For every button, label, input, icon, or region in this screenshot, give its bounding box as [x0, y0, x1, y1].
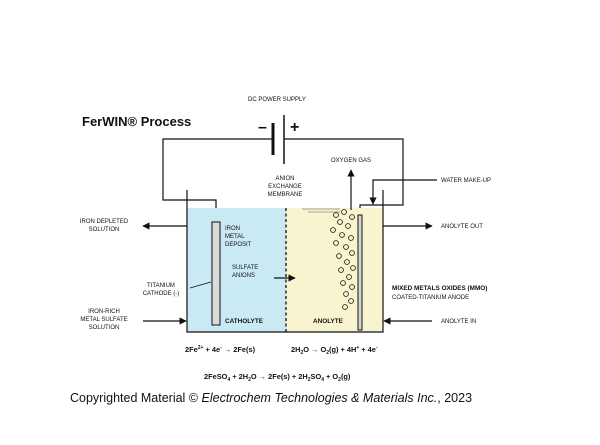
water-makeup-label: WATER MAKE-UP [441, 178, 491, 184]
power-supply-label: DC POWER SUPPLY [248, 97, 306, 103]
wire-positive [284, 138, 404, 215]
sulfate-anions-label-1: SULFATE [232, 265, 258, 271]
cathode-equation: 2Fe2+ + 4e- → 2Fe(s) [185, 345, 256, 354]
oxygen-gas-label: OXYGEN GAS [331, 158, 371, 164]
membrane-label-3: MEMBRANE [268, 192, 303, 198]
minus-sign: – [258, 119, 267, 136]
cathode-label-2: CATHODE (-) [143, 291, 180, 297]
battery-symbol [271, 115, 285, 164]
anode-equation: 2H2O → O2(g) + 4H+ + 4e- [291, 345, 378, 356]
anolyte-region [286, 208, 383, 332]
iron-rich-label-3: SOLUTION [89, 325, 120, 331]
anolyte-out-label: ANOLYTE OUT [441, 224, 483, 230]
overall-equation: 2FeSO4 + 2H2O → 2Fe(s) + 2H2SO4 + O2(g) [204, 372, 351, 383]
water-makeup-arrow [369, 179, 437, 205]
anode-label-1: MIXED METALS OXIDES (MMO) [392, 285, 487, 292]
plus-sign: + [290, 119, 299, 136]
membrane-label-2: EXCHANGE [268, 184, 302, 190]
cathode-label-1: TITANIUM [147, 283, 175, 289]
mmo-anode [357, 214, 363, 331]
oxygen-bubbles [330, 209, 356, 310]
anolyte-label: ANOLYTE [313, 318, 344, 325]
iron-deposit-label-2: METAL [225, 234, 245, 240]
iron-rich-label-1: IRON-RICH [88, 309, 120, 315]
iron-depleted-label-2: SOLUTION [89, 227, 120, 233]
iron-depleted-label-1: IRON DEPLETED [80, 219, 129, 225]
tank-outline [186, 190, 384, 333]
wire-negative [162, 138, 273, 222]
anolyte-in-label: ANOLYTE IN [441, 319, 476, 325]
iron-deposit-label-1: IRON [225, 226, 240, 232]
cathode-pointer [189, 281, 212, 289]
anode-label-2: COATED-TITANIUM ANODE [392, 295, 469, 301]
membrane-label-1: ANION [275, 176, 294, 182]
sulfate-anions-label-2: ANIONS [232, 273, 255, 279]
titanium-cathode [211, 221, 221, 326]
copyright-notice: Copyrighted Material © Electrochem Techn… [70, 391, 472, 405]
iron-deposit-label-3: DEPOSIT [225, 242, 252, 248]
catholyte-region [187, 208, 286, 332]
catholyte-label: CATHOLYTE [225, 318, 264, 325]
diagram-title: FerWIN® Process [82, 114, 191, 129]
iron-rich-label-2: METAL SULFATE [80, 317, 127, 323]
